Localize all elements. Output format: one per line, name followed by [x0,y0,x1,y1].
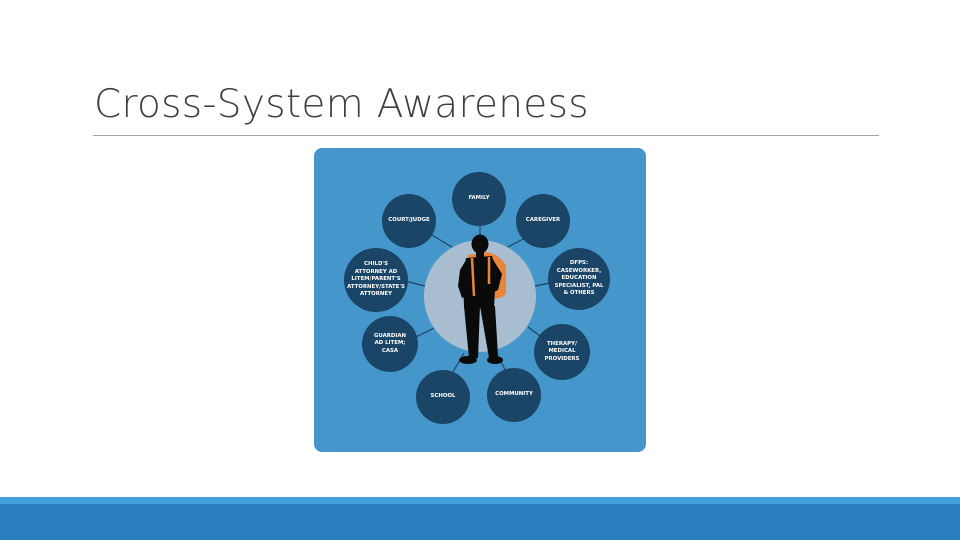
node-dfps: DFPS: CASEWORKER, EDUCATION SPECIALIST, … [548,248,610,310]
node-court-judge: COURT/JUDGE [382,194,436,248]
node-guardian: GUARDIAN AD LITEM; CASA [362,316,418,372]
cross-system-diagram: FAMILY CAREGIVER DFPS: CASEWORKER, EDUCA… [314,148,646,452]
node-community: COMMUNITY [487,368,541,422]
node-family: FAMILY [452,172,506,226]
footer-band-dark [0,504,960,540]
connector-guardian [413,327,435,339]
youth-silhouette-icon [458,234,506,364]
footer-band-light [0,497,960,504]
slide-title: Cross-System Awareness [94,82,589,127]
title-underline [93,135,879,136]
connector-school [452,352,465,373]
node-therapy: THERAPY/ MEDICAL PROVIDERS [534,324,590,380]
node-school: SCHOOL [416,370,470,424]
connector-court [431,234,456,250]
diagram-graphics [404,220,556,374]
node-caregiver: CAREGIVER [516,194,570,248]
connector-attorney [404,280,426,287]
node-attorney: CHILD'S ATTORNEY AD LITEM/PARENT'S ATTOR… [344,248,408,312]
